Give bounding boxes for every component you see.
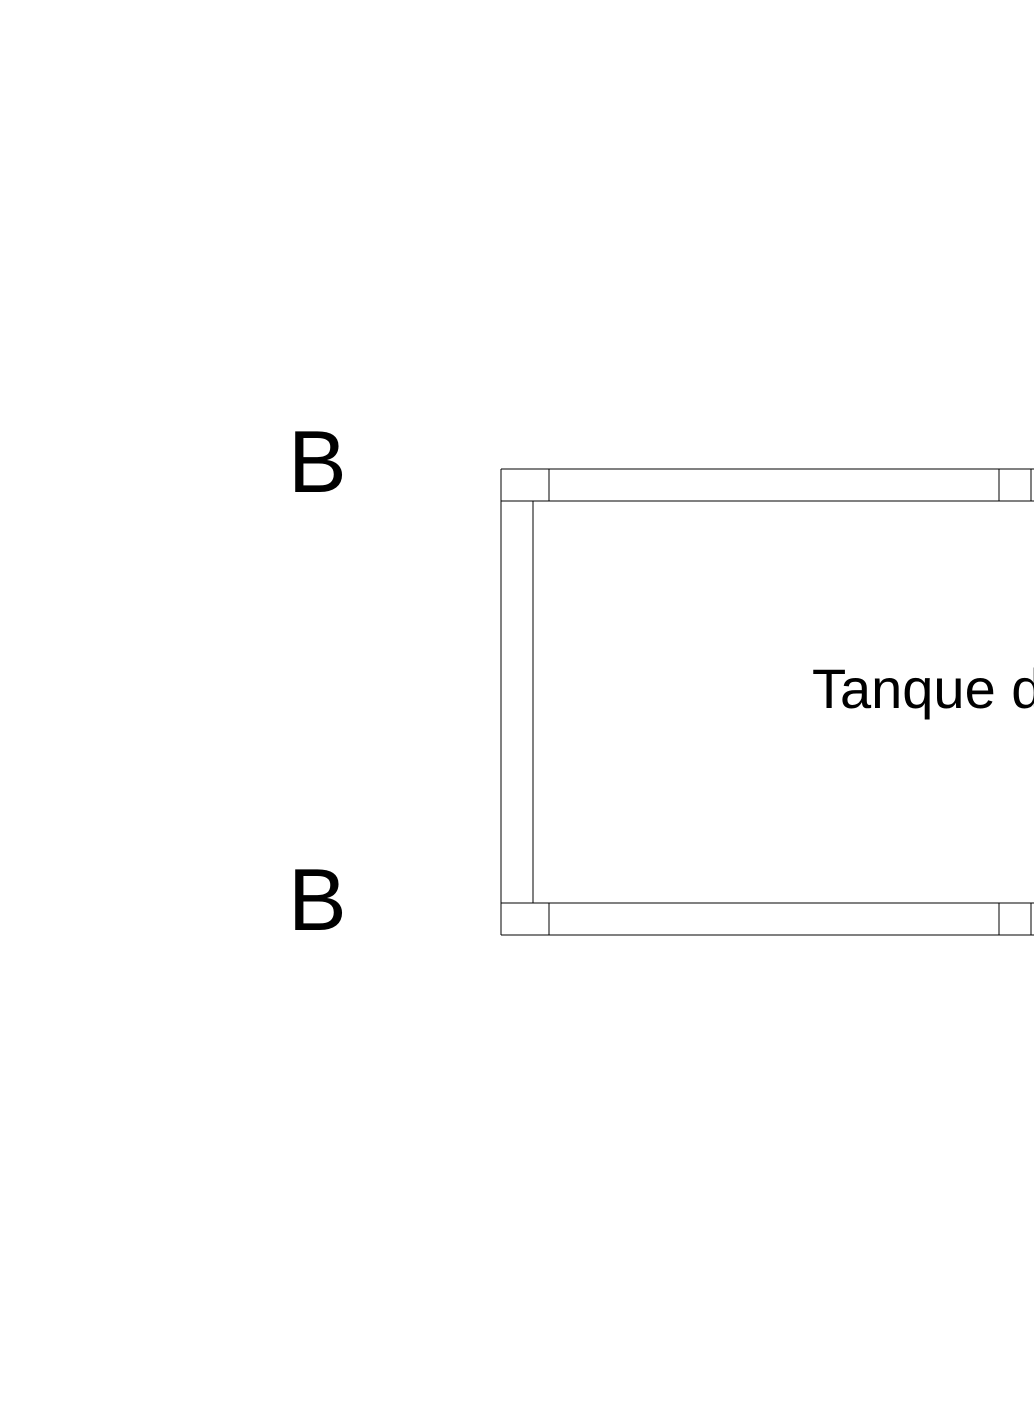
tank-label: Tanque d [812,657,1034,720]
bottom-wall [500,902,1034,936]
section-marker-top: B [288,412,347,511]
left-wall [500,501,534,903]
section-marker-bottom: B [288,850,347,949]
top-wall [500,468,1034,502]
